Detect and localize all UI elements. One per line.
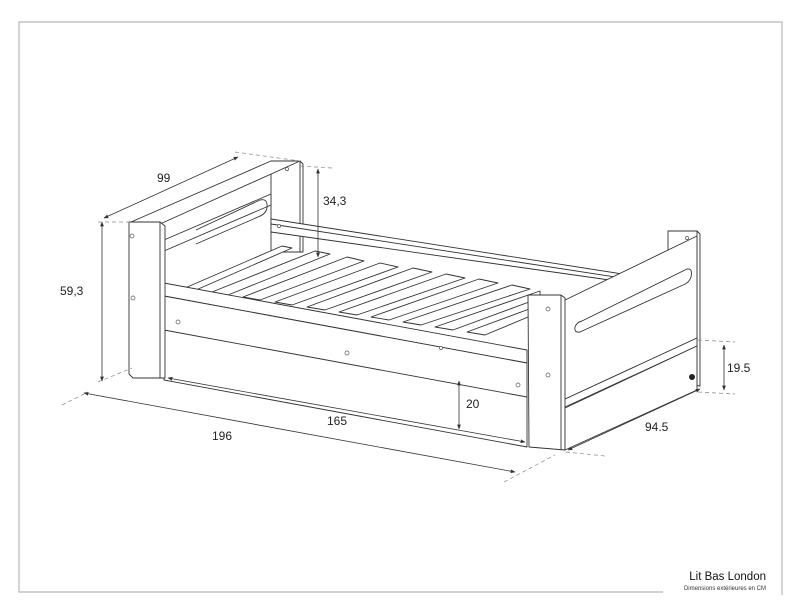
headboard-front-post xyxy=(128,221,166,379)
dim-label-total-width: 94.5 xyxy=(645,420,669,434)
footboard-front-post xyxy=(527,294,566,451)
dim-line-depth xyxy=(103,156,239,219)
title-block: Lit Bas London Dimensions extérieures en… xyxy=(684,570,766,594)
bed-slats xyxy=(184,245,541,336)
dim-label-drawer-height: 20 xyxy=(466,397,480,411)
dim-line-total-width xyxy=(567,388,701,451)
dim-label-inner-length: 165 xyxy=(327,414,348,428)
drawing-title: Lit Bas London xyxy=(689,571,766,583)
dim-label-rail-height: 34,3 xyxy=(323,194,347,208)
dim-label-total-length: 196 xyxy=(212,429,233,443)
dim-line-total-length xyxy=(83,391,516,474)
screw-holes xyxy=(129,167,689,388)
drawer-knob xyxy=(689,374,695,380)
dim-label-total-height: 59,3 xyxy=(60,284,84,298)
extension-lines xyxy=(61,151,736,483)
drawing-frame xyxy=(18,21,783,595)
headboard-back-post xyxy=(270,160,304,253)
drawing-subtitle: Dimensions extérieures en CM xyxy=(683,586,766,592)
dim-label-depth: 99 xyxy=(157,171,171,185)
dim-label-foot-height: 19.5 xyxy=(727,361,751,375)
